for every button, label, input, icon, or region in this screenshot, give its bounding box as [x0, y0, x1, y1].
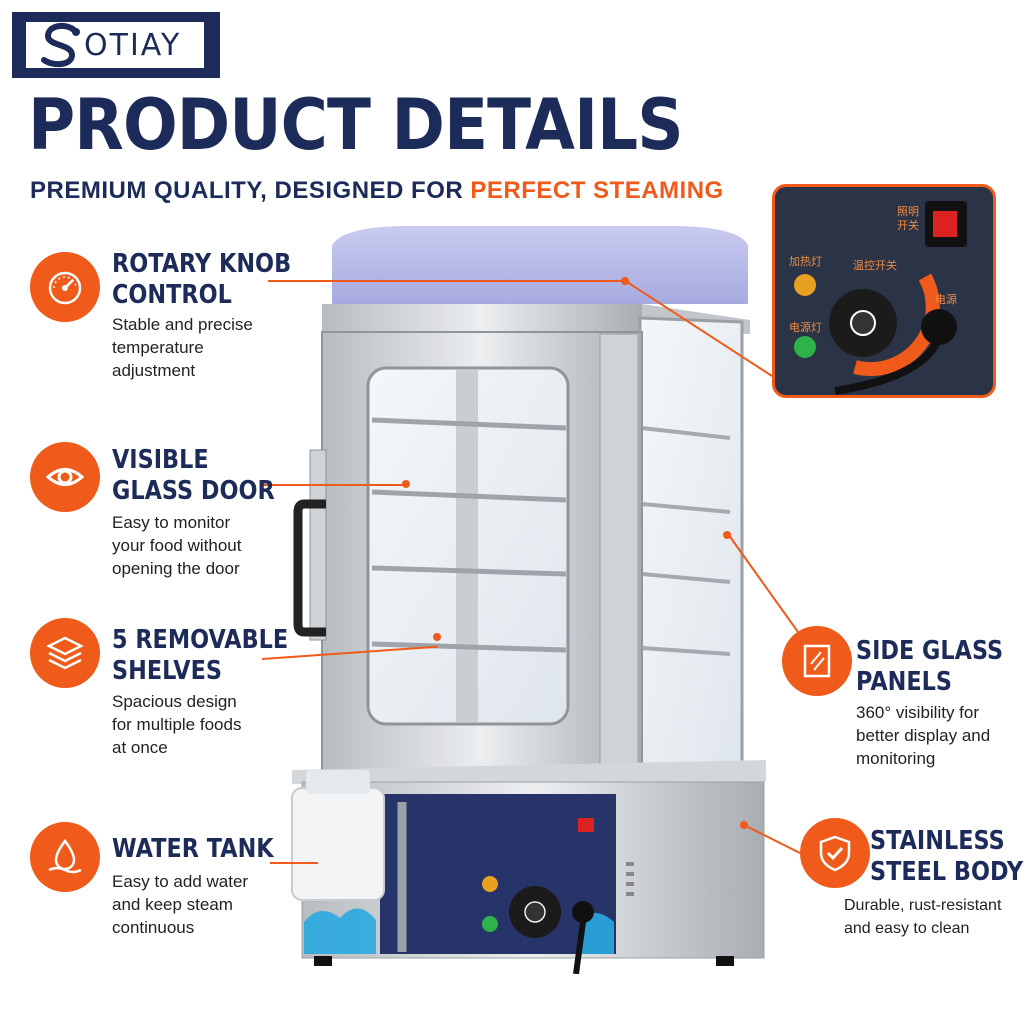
subtitle-text: PREMIUM QUALITY, DESIGNED FOR	[30, 177, 471, 204]
feature-title-water-tank: WATER TANK	[112, 834, 274, 864]
steamer-cabinet-illustration	[291, 226, 766, 974]
brand-logo: OTIAY	[12, 12, 220, 78]
water-tank-feature-icon	[30, 822, 100, 892]
shield-check-icon	[819, 835, 851, 872]
leader-line-steel	[745, 825, 807, 857]
feature-desc-stainless-steel: Durable, rust-resistant and easy to clea…	[844, 897, 1002, 937]
light-switch-label: 照明	[897, 205, 919, 218]
power-lamp-label: 电源灯	[789, 321, 822, 334]
leader-line-side-glass	[727, 533, 809, 647]
leader-line-knob	[268, 280, 624, 282]
water-drop-icon	[48, 838, 82, 874]
glass-panel-icon	[803, 644, 831, 678]
feature-desc-glass-door: Easy to monitor your food without openin…	[112, 513, 242, 578]
feature-desc-rotary-knob: Stable and precise temperature adjustmen…	[112, 315, 253, 380]
shelves-feature-icon	[30, 618, 100, 688]
control-panel-closeup: 照明 开关 加热灯 温控开关 电源灯 电源	[772, 184, 996, 398]
subtitle-accent: PERFECT STEAMING	[470, 177, 724, 204]
logo-text: OTIAY	[84, 28, 182, 63]
eye-icon	[45, 468, 85, 486]
power-label: 电源	[935, 293, 957, 306]
page-title: PRODUCT DETAILS	[28, 84, 684, 166]
feature-desc-side-glass: 360° visibility for better display and m…	[856, 703, 991, 768]
leader-line-tank	[270, 862, 318, 864]
logo-s-mark-icon	[41, 22, 80, 68]
light-switch-label-2: 开关	[897, 219, 919, 232]
feature-desc-water-tank: Easy to add water and keep steam continu…	[112, 872, 249, 937]
page-subtitle: PREMIUM QUALITY, DESIGNED FOR PERFECT ST…	[30, 177, 724, 205]
leader-line-door	[262, 484, 404, 486]
layers-icon	[46, 636, 84, 670]
heat-lamp-label: 加热灯	[789, 255, 822, 268]
feature-desc-shelves: Spacious design for multiple foods at on…	[112, 692, 242, 757]
stainless-steel-feature-icon	[800, 818, 870, 888]
gauge-icon	[48, 271, 82, 305]
side-glass-feature-icon	[782, 626, 852, 696]
rotary-knob-feature-icon	[30, 252, 100, 322]
temp-switch-label: 温控开关	[853, 259, 897, 272]
glass-door-feature-icon	[30, 442, 100, 512]
leader-line-knob-diagonal	[623, 279, 773, 377]
